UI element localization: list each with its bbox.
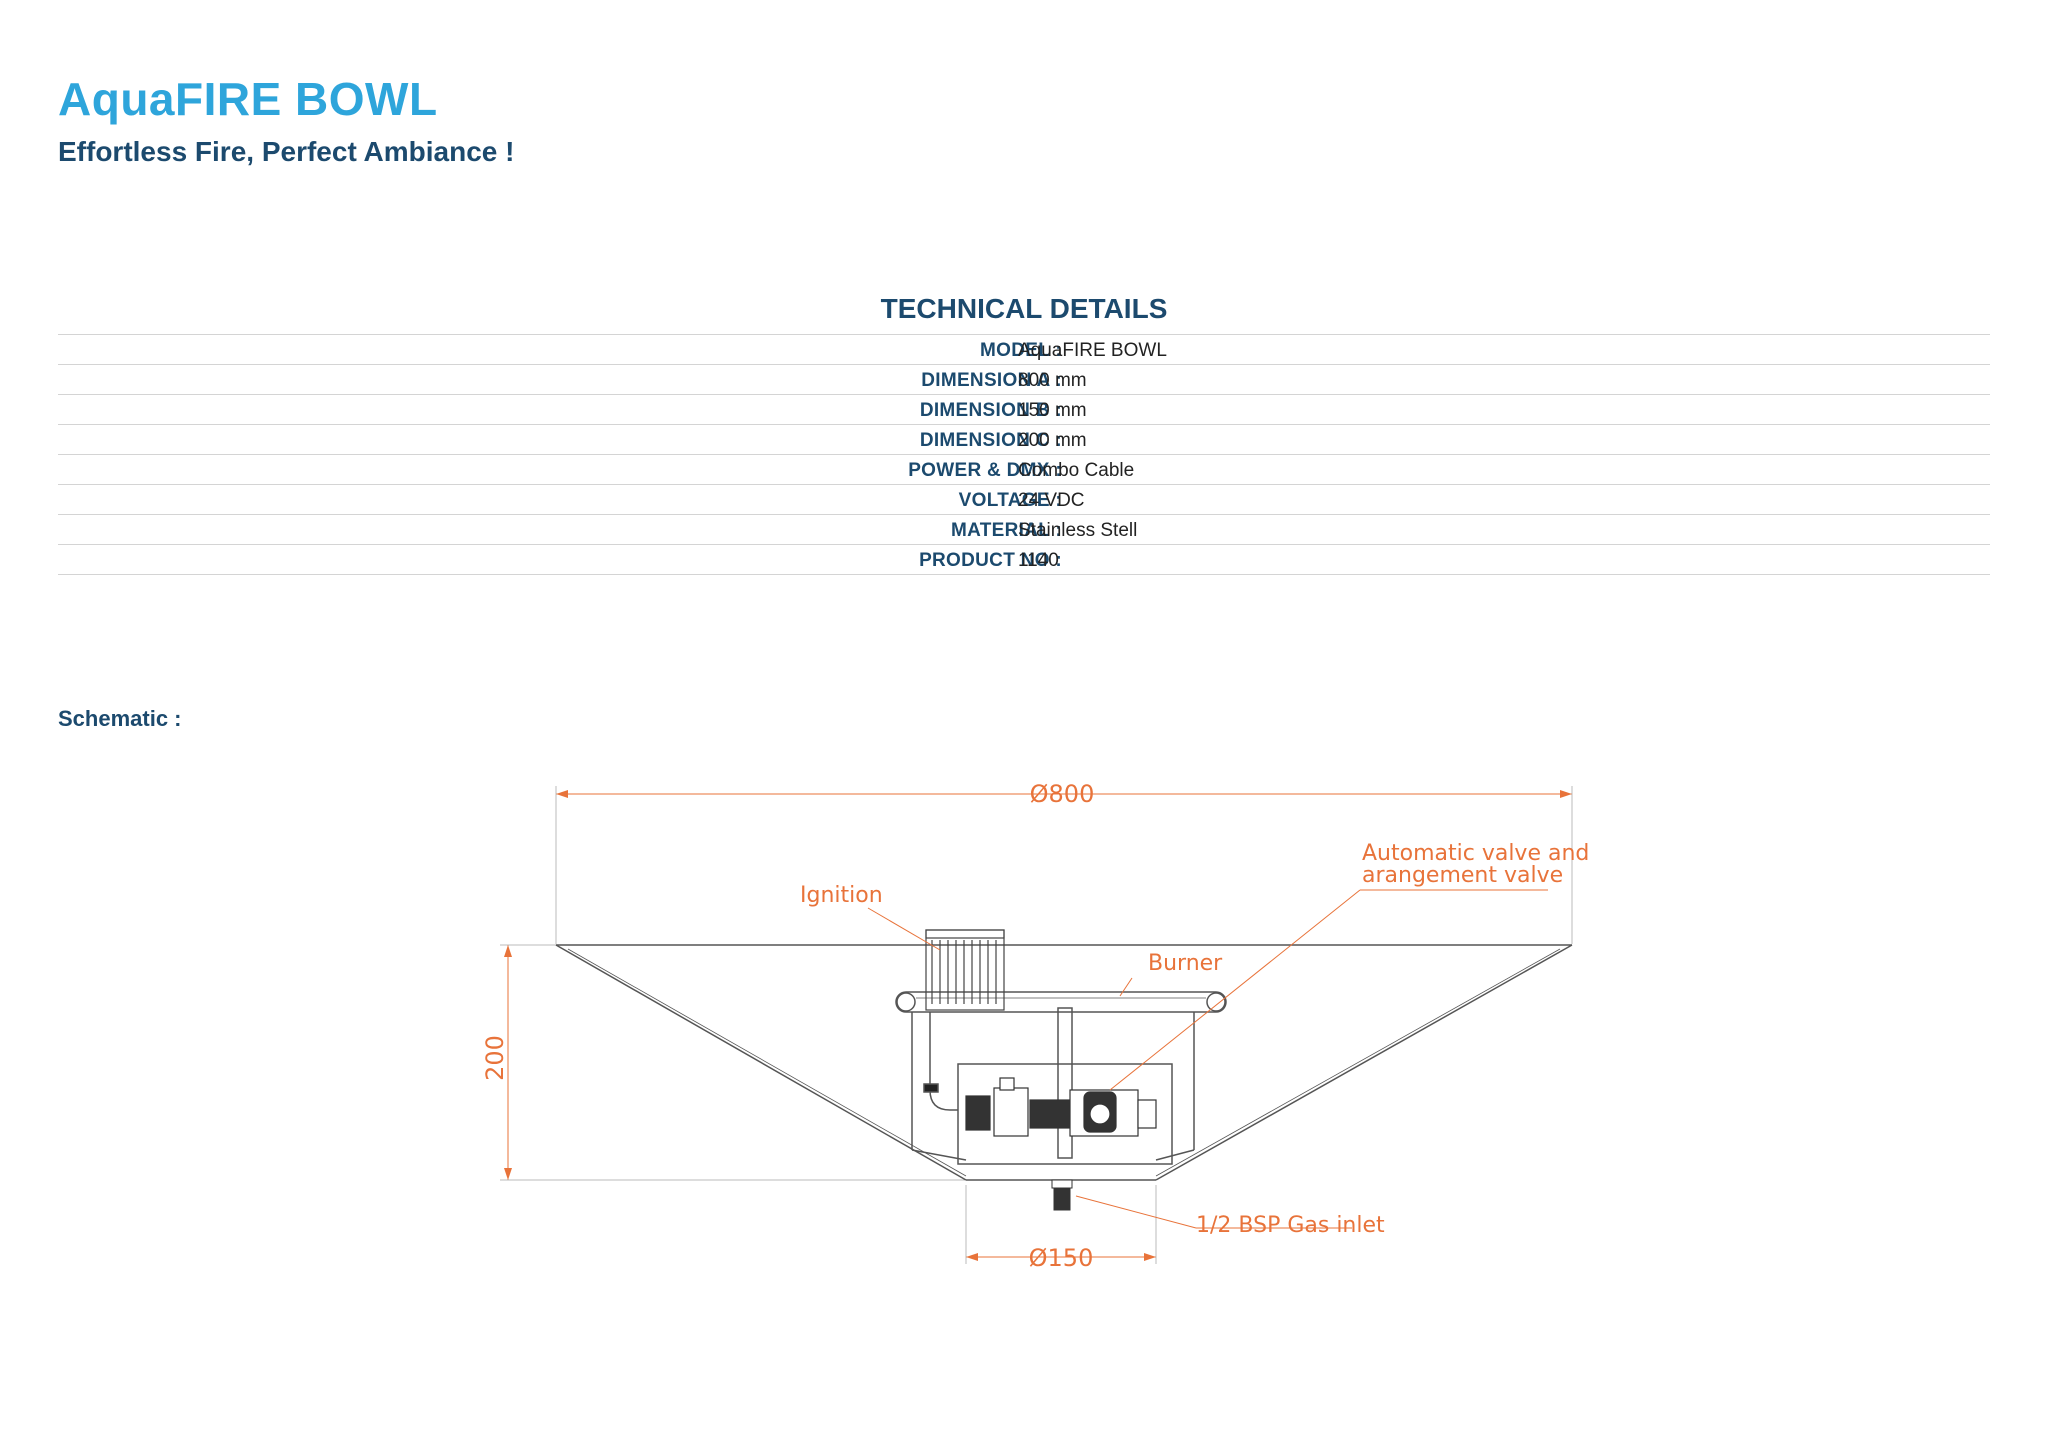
- burner-ring: [895, 991, 1227, 1013]
- spec-row-dimension-a: DIMENSION A : 800 mm: [58, 365, 1990, 395]
- spec-label: PRODUCT NO :: [919, 550, 1062, 571]
- valve-assembly: [965, 1077, 1157, 1137]
- leader-lines: [867, 889, 1548, 1229]
- spec-row-material: MATERIAL : Stainless Stell: [58, 515, 1990, 545]
- spec-row-dimension-b: DIMENSION B : 150 mm: [58, 395, 1990, 425]
- spec-value: 200 mm: [1018, 430, 1087, 451]
- spec-value: 150 mm: [1018, 400, 1087, 421]
- spec-row-product-no: PRODUCT NO : 1140: [58, 545, 1990, 575]
- spec-row-model: MODEL : AquaFIRE BOWL: [58, 335, 1990, 365]
- annotation-burner: Burner: [1148, 951, 1223, 976]
- spec-label: DIMENSION C :: [919, 430, 1062, 451]
- dimension-top-diameter: Ø800: [1030, 780, 1095, 808]
- annotation-gas-inlet: 1/2 BSP Gas inlet: [1196, 1213, 1385, 1238]
- spec-row-voltage: VOLTAGE : 24 VDC: [58, 485, 1990, 515]
- page-title: AquaFIRE BOWL: [58, 73, 438, 125]
- bowl-outline: [555, 944, 1573, 1181]
- spec-value: 1140: [1018, 550, 1059, 571]
- annotation-valve-line2: arangement valve: [1362, 863, 1563, 888]
- technical-details-heading: TECHNICAL DETAILS: [880, 293, 1168, 324]
- page-subtitle: Effortless Fire, Perfect Ambiance !: [58, 136, 515, 167]
- spec-label: VOLTAGE :: [958, 490, 1062, 511]
- spec-label: DIMENSION A :: [921, 370, 1062, 391]
- spec-value: 24 VDC: [1018, 490, 1085, 511]
- gas-inlet-fitting: [1051, 1179, 1073, 1211]
- schematic-label: Schematic :: [58, 706, 182, 731]
- spec-label: POWER & DMX :: [908, 460, 1062, 481]
- spec-label: MODEL :: [980, 340, 1062, 361]
- dimension-bottom-diameter: Ø150: [1029, 1244, 1094, 1272]
- spec-value: Stainless Stell: [1018, 520, 1138, 541]
- spec-row-power-dmx: POWER & DMX : Combo Cable: [58, 455, 1990, 485]
- spec-value: 800 mm: [1018, 370, 1087, 391]
- annotation-ignition: Ignition: [800, 883, 883, 908]
- ignition-module: [925, 929, 1005, 1011]
- dimension-lines: [500, 786, 1573, 1264]
- spec-row-dimension-c: DIMENSION C : 200 mm: [58, 425, 1990, 455]
- dimension-height: 200: [481, 1035, 509, 1081]
- spec-label: DIMENSION B :: [919, 400, 1062, 421]
- spec-value: AquaFIRE BOWL: [1018, 340, 1167, 361]
- annotation-valve-line1: Automatic valve and: [1362, 841, 1589, 866]
- spec-label: MATERIAL :: [950, 520, 1062, 541]
- spec-table: MODEL : AquaFIRE BOWL DIMENSION A : 800 …: [58, 334, 1990, 575]
- internal-housing: [911, 1007, 1195, 1165]
- spec-value: Combo Cable: [1018, 460, 1135, 481]
